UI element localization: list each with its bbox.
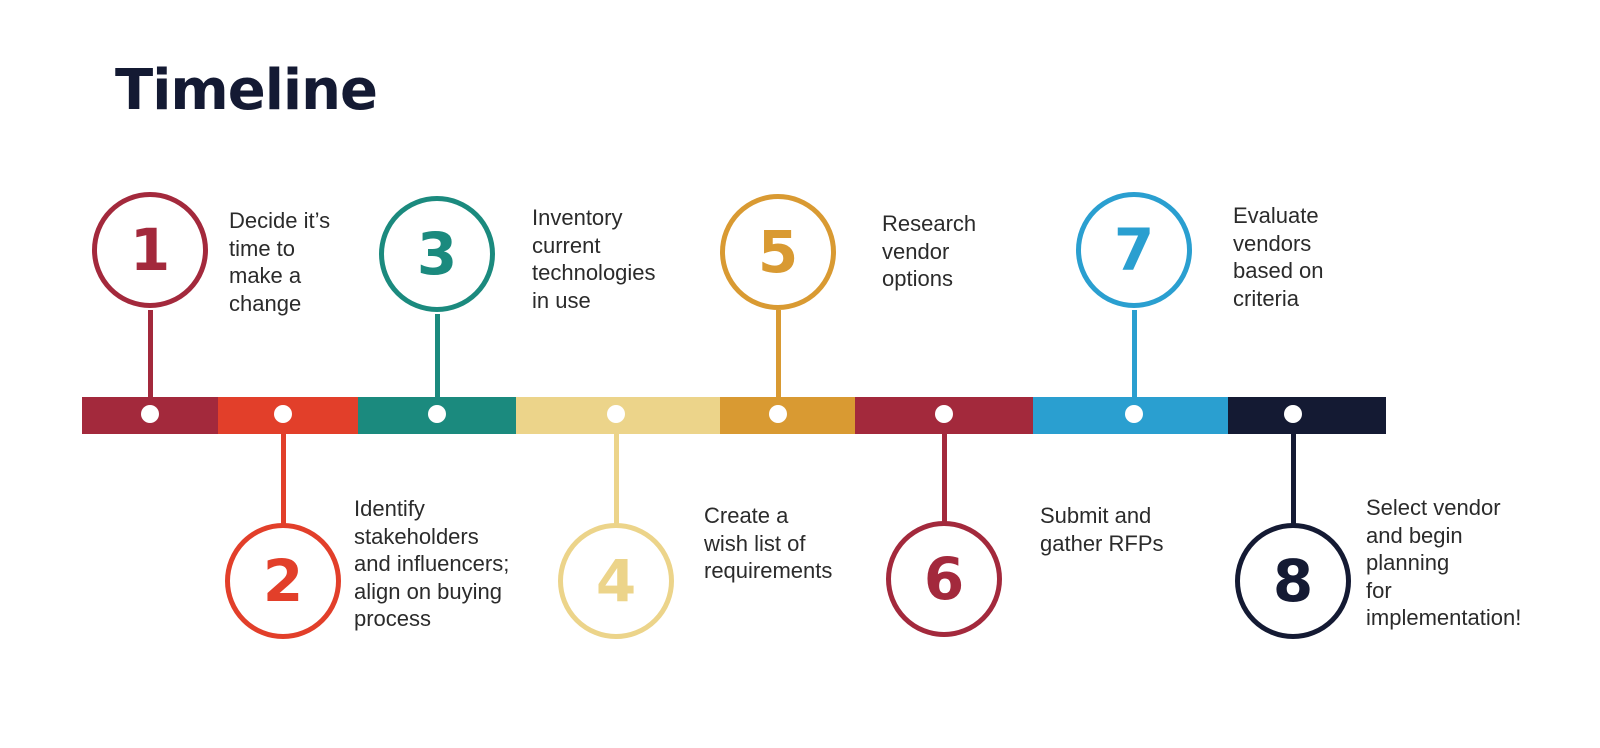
step-number-5: 5 <box>757 218 799 286</box>
timeline-dot-4 <box>607 405 625 423</box>
timeline-dot-5 <box>769 405 787 423</box>
step-number-1: 1 <box>129 216 171 284</box>
connector-stem-3 <box>435 314 440 405</box>
step-circle-8: 8 <box>1235 523 1351 639</box>
step-label-7: Evaluate vendors based on criteria <box>1233 203 1324 311</box>
step-number-2: 2 <box>262 547 304 615</box>
connector-stem-2 <box>281 420 286 526</box>
step-number-6: 6 <box>923 545 965 613</box>
step-circle-7: 7 <box>1076 192 1192 308</box>
step-number-4: 4 <box>595 547 637 615</box>
step-label-8: Select vendor and begin planning for imp… <box>1366 495 1522 630</box>
connector-stem-4 <box>614 420 619 526</box>
connector-stem-8 <box>1291 420 1296 526</box>
step-circle-5: 5 <box>720 194 836 310</box>
page-title: Timeline <box>115 58 378 123</box>
connector-stem-6 <box>942 420 947 526</box>
step-label-6: Submit and gather RFPs <box>1040 503 1164 556</box>
step-label-5: Research vendor options <box>882 211 977 291</box>
timeline-segment-5 <box>720 397 855 434</box>
step-circle-6: 6 <box>886 521 1002 637</box>
connector-stem-5 <box>776 310 781 405</box>
timeline-dot-7 <box>1125 405 1143 423</box>
step-label-3: Inventory current technologies in use <box>532 205 656 313</box>
step-number-8: 8 <box>1272 547 1314 615</box>
timeline-dot-2 <box>274 405 292 423</box>
connector-stem-1 <box>148 310 153 405</box>
step-number-3: 3 <box>416 220 458 288</box>
connector-stem-7 <box>1132 310 1137 405</box>
step-circle-2: 2 <box>225 523 341 639</box>
step-label-1: Decide it’s time to make a change <box>229 208 331 316</box>
step-label-2: Identify stakeholders and influencers; a… <box>354 496 510 631</box>
step-circle-1: 1 <box>92 192 208 308</box>
step-label-4: Create a wish list of requirements <box>704 503 833 583</box>
step-circle-3: 3 <box>379 196 495 312</box>
step-number-7: 7 <box>1113 216 1155 284</box>
step-circle-4: 4 <box>558 523 674 639</box>
timeline-dot-6 <box>935 405 953 423</box>
timeline-dot-8 <box>1284 405 1302 423</box>
timeline-dot-1 <box>141 405 159 423</box>
timeline-segment-8 <box>1228 397 1386 434</box>
timeline-dot-3 <box>428 405 446 423</box>
